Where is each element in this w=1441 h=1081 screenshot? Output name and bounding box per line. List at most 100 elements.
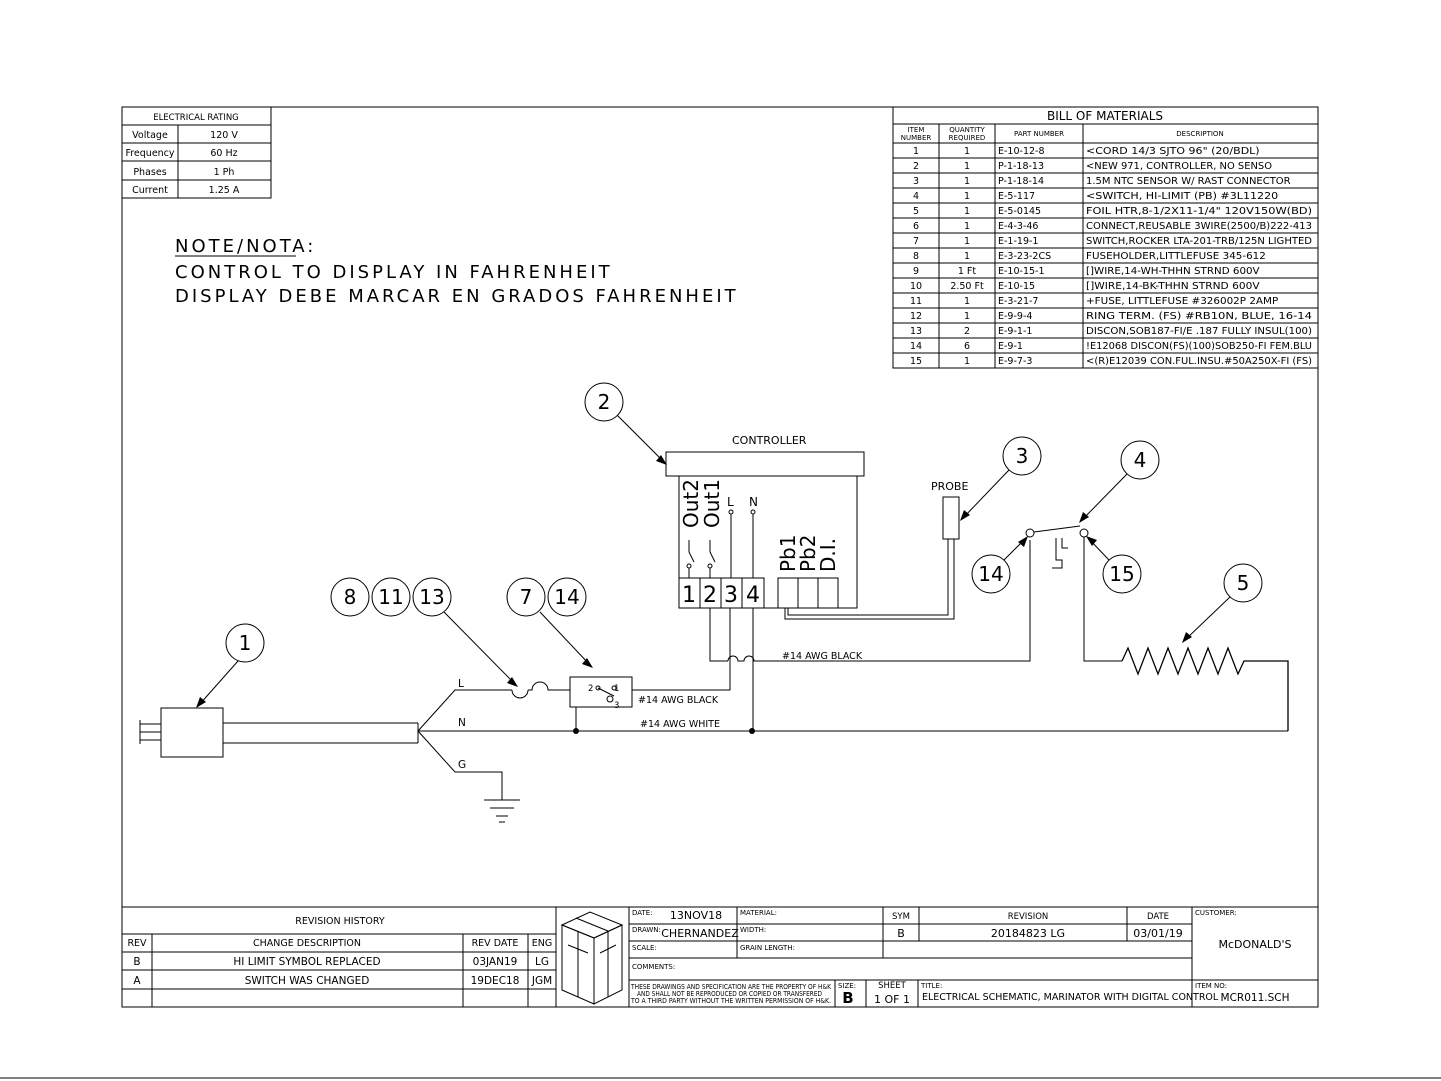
callout-number: 14 [554,585,579,609]
bom-header-item: NUMBER [901,134,932,142]
customer-value: McDONALD'S [1218,938,1291,951]
drawn-value: CHERNANDEZ [661,927,739,940]
callout-number: 5 [1237,571,1250,595]
sym-label: SYM [892,912,910,922]
bom-cell-qty: 1 [964,146,970,157]
bom-cell-item: 6 [913,221,919,232]
bom-cell-desc: DISCON,SOB187-FI/E .187 FULLY INSUL(100) [1086,326,1312,337]
date-value: 13NOV18 [670,909,722,922]
callout-number: 8 [344,585,357,609]
wire-label-white: #14 AWG WHITE [640,719,720,730]
bom-title: BILL OF MATERIALS [1047,109,1163,123]
bom-header-qty: REQUIRED [949,134,986,142]
bom-cell-part: E-9-1-1 [998,326,1032,337]
callout-number: 13 [419,585,444,609]
note-block: NOTE/NOTA: CONTROL TO DISPLAY IN FAHRENH… [175,236,739,307]
bom-cell-part: E-10-12-8 [998,146,1045,157]
disclaimer-line: TO A THIRD PARTY WITHOUT THE WRITTEN PER… [630,997,831,1005]
bom-cell-desc: []WIRE,14-BK-THHN STRND 600V [1086,281,1260,292]
bom-cell-item: 12 [910,311,922,322]
cord-label-n: N [458,717,466,729]
callout-1: 1 [196,623,265,708]
bom-cell-qty: 1 [964,191,970,202]
probe-label: PROBE [931,480,968,493]
rocker-switch: 2 1 3 [569,676,633,731]
bom-cell-qty: 1 [964,311,970,322]
material-label: MATERIAL: [740,909,777,917]
bom-cell-part: E-1-19-1 [998,236,1038,247]
bom-cell-item: 1 [913,146,919,157]
bom-cell-part: E-10-15-1 [998,266,1045,277]
output1-label: Out1 [700,479,724,528]
bom-cell-qty: 1 [964,236,970,247]
electrical-rating-table: ELECTRICAL RATING Voltage 120 V Frequenc… [121,106,272,199]
bom-cell-part: E-10-15 [998,281,1035,292]
revision-value: 20184823 LG [991,927,1065,940]
heater-element [1121,646,1289,731]
heater-feed-wire [1083,537,1122,662]
bom-cell-desc: !E12068 DISCON(FS)(100)SOB250-FI FEM.BLU [1086,341,1312,352]
revision-date-label: DATE [1147,912,1169,922]
cord-label-l: L [458,678,464,690]
bom-cell-qty: 2.50 Ft [950,281,984,292]
callout-number: 14 [978,562,1003,586]
bom-cell-desc: <CORD 14/3 SJTO 96" (20/BDL) [1086,146,1260,157]
callout-7-14: 7 14 [506,577,593,668]
callout-5: 5 [1182,563,1263,643]
bom-cell-part: P-1-18-14 [998,176,1044,187]
bom-cell-desc: FUSEHOLDER,LITTLEFUSE 345-612 [1086,251,1266,262]
bom-cell-qty: 1 [964,206,970,217]
bom-cell-qty: 1 [964,296,970,307]
note-line-english: CONTROL TO DISPLAY IN FAHRENHEIT [175,262,613,283]
bom-cell-qty: 1 Ft [958,266,977,277]
bom-cell-part: P-1-18-13 [998,161,1044,172]
controller-label: CONTROLLER [732,434,807,447]
callout-number: 1 [239,631,252,655]
junction-dot [573,728,579,734]
bom-cell-qty: 1 [964,356,970,367]
bom-cell-desc: <NEW 971, CONTROLLER, NO SENSO [1086,161,1272,172]
item-no-value: MCR011.SCH [1221,992,1290,1004]
rev-header: ENG [532,938,552,949]
out1-wire [709,608,728,662]
controller-pin-label: 2 [703,583,717,608]
rating-label: Voltage [132,130,168,141]
callout-2: 2 [584,382,667,465]
bom-cell-desc: FOIL HTR,8-1/2X11-1/4" 120V150W(BD) [1086,206,1312,217]
note-line-spanish: DISPLAY DEBE MARCAR EN GRADOS FAHRENHEIT [175,286,739,307]
bill-of-materials-table: BILL OF MATERIALS ITEM NUMBER QUANTITY R… [892,106,1319,369]
rating-value: 120 V [210,130,238,141]
bom-cell-desc: <(R)E12039 CON.FUL.INSU.#50A250X-FI (FS) [1086,356,1312,367]
sheet-value: 1 OF 1 [874,993,910,1006]
rev-cell: HI LIMIT SYMBOL REPLACED [233,956,380,968]
bom-cell-desc: <SWITCH, HI-LIMIT (PB) #3L11220 [1086,191,1278,202]
rating-value: 60 Hz [210,148,237,159]
bom-cell-qty: 1 [964,161,970,172]
bom-cell-desc: RING TERM. (FS) #RB10N, BLUE, 16-14 [1086,311,1312,322]
bom-cell-qty: 2 [964,326,970,337]
width-label: WIDTH: [740,926,766,934]
switch-pin-label: 2 [588,684,593,694]
drawing-border [121,106,1319,1008]
bom-cell-qty: 1 [964,176,970,187]
customer-label: CUSTOMER: [1195,909,1237,917]
rating-label: Phases [133,167,166,178]
rating-value: 1 Ph [214,167,235,178]
callout-number: 11 [378,585,403,609]
grain-length-label: GRAIN LENGTH: [740,944,795,952]
bom-header-item: ITEM [908,126,925,134]
neutral-terminal-label: N [749,495,758,509]
bom-cell-item: 11 [910,296,922,307]
bom-cell-qty: 1 [964,221,970,232]
bom-cell-desc: []WIRE,14-WH-THHN STRND 600V [1086,266,1260,277]
rating-label: Current [132,185,168,196]
drawn-label: DRAWN: [632,926,661,934]
company-logo [560,911,624,1005]
digital-input-label: D.I. [816,538,840,572]
revision-history-table: REVISION HISTORY REV CHANGE DESCRIPTION … [122,906,557,1007]
line-terminal-label: L [727,495,734,509]
ground-symbol [484,799,520,823]
controller-pin-label: 1 [682,583,696,608]
bom-header-part: PART NUMBER [1014,130,1064,138]
